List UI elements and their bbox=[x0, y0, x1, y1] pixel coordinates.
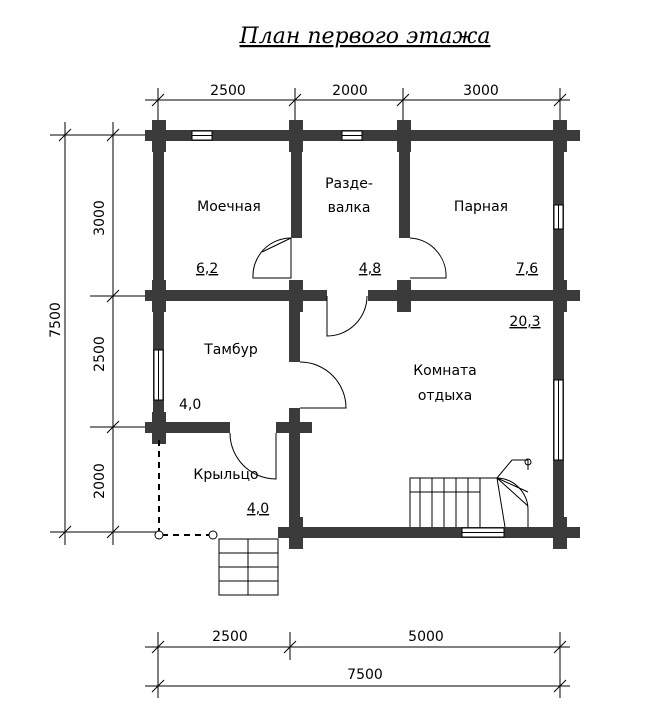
top-dimension-chain: 2500 2000 3000 bbox=[145, 83, 570, 128]
dim-top-3: 3000 bbox=[463, 83, 499, 99]
dim-left-3: 2000 bbox=[92, 463, 108, 499]
room-name-kryltso: Крыльцо bbox=[193, 467, 258, 483]
plan-title: План первого этажа bbox=[239, 24, 491, 49]
porch-railing bbox=[154, 440, 218, 540]
room-area-moechnaya: 6,2 bbox=[196, 261, 218, 277]
room-name-komnata: Комната bbox=[413, 363, 477, 379]
dim-bottom-total: 7500 bbox=[347, 667, 383, 683]
room-name-tambur: Тамбур bbox=[203, 342, 258, 358]
dim-top-2: 2000 bbox=[332, 83, 368, 99]
room-labels: Моечная 6,2 Разде- валка 4,8 Парная 7,6 … bbox=[179, 176, 541, 517]
room-name-parnaya: Парная bbox=[454, 199, 508, 215]
room-name-moechnaya: Моечная bbox=[197, 199, 261, 215]
dim-bottom-1: 2500 bbox=[212, 629, 248, 645]
porch-steps bbox=[218, 538, 279, 596]
room-area-razdevalka: 4,8 bbox=[359, 261, 381, 277]
bottom-dimension-chains: 2500 5000 7500 bbox=[145, 629, 570, 698]
interior-stair bbox=[409, 458, 532, 528]
dim-bottom-2: 5000 bbox=[408, 629, 444, 645]
dim-left-1: 3000 bbox=[92, 200, 108, 236]
room-name-komnata-2: отдыха bbox=[418, 388, 472, 404]
room-area-kryltso: 4,0 bbox=[247, 501, 269, 517]
dim-left-2: 2500 bbox=[92, 336, 108, 372]
room-area-komnata: 20,3 bbox=[509, 314, 540, 330]
dim-top-1: 2500 bbox=[210, 83, 246, 99]
dim-left-total: 7500 bbox=[48, 302, 64, 338]
windows bbox=[153, 130, 564, 538]
left-dimension-chains: 7500 3000 2500 2000 bbox=[48, 122, 160, 545]
room-name-razdevalka-2: валка bbox=[328, 200, 371, 216]
room-area-parnaya: 7,6 bbox=[516, 261, 538, 277]
room-name-razdevalka: Разде- bbox=[325, 176, 373, 192]
door-swings bbox=[229, 237, 447, 480]
room-area-tambur: 4,0 bbox=[179, 397, 201, 413]
